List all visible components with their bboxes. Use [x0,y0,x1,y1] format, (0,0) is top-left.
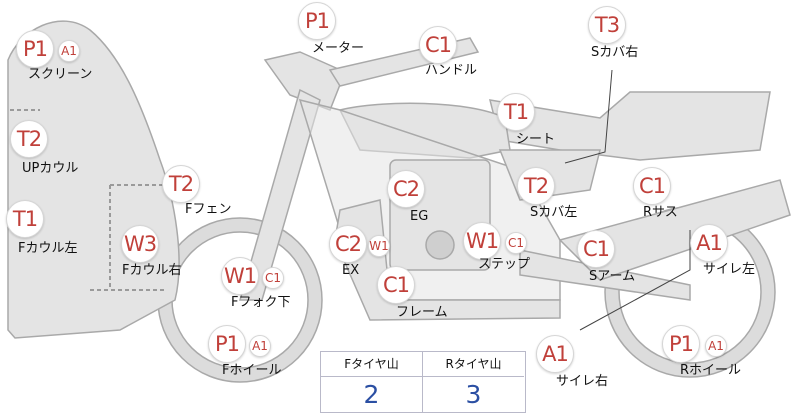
rear-tire-value: 3 [465,380,482,409]
label-s-cover-right: Sカバ右 [591,45,639,60]
grade-r-suspension: C1 [633,167,671,205]
sub-grade-step: C1 [505,232,527,254]
grade-r-wheel: P1 [662,325,700,363]
silencer-shape [558,179,791,281]
seat-shape [488,91,771,161]
grade-s-cover-right: T3 [588,6,626,44]
label-frame: フレーム [396,305,448,320]
grade-screen: P1 [16,30,54,68]
sub-grade-ex: W1 [368,235,390,257]
sub-grade-screen: A1 [58,40,80,62]
tire-tread-table: Fタイヤ山 Rタイヤ山 2 3 [320,351,526,413]
label-f-wheel: Fホイール [222,363,282,378]
label-silencer-right: サイレ右 [556,374,609,389]
label-r-wheel: Rホイール [680,363,742,378]
rear-tire-header: Rタイヤ山 [423,352,524,377]
label-silencer-left: サイレ左 [703,262,756,277]
sub-grade-f-wheel: A1 [249,335,271,357]
grade-s-cover-left: T2 [517,167,555,205]
grade-eg: C2 [387,170,425,208]
grade-f-fork-lower: W1 [221,257,259,295]
grade-f-fender: T2 [162,165,200,203]
label-meter: メーター [312,41,365,56]
grade-f-cowl-right: W3 [121,225,159,263]
sub-grade-f-fork-lower: C1 [262,267,284,289]
grade-silencer-left: A1 [690,224,728,262]
label-s-arm: Sアーム [589,269,636,284]
front-tire-value: 2 [321,377,423,412]
label-s-cover-left: Sカバ左 [530,205,578,220]
label-f-cowl-left: Fカウル左 [18,241,78,256]
sub-grade-r-wheel: A1 [705,335,727,357]
label-handle: ハンドル [425,63,478,78]
label-eg: EG [410,209,429,224]
grade-silencer-right: A1 [536,335,574,373]
grade-step: W1 [463,222,501,260]
label-ex: EX [342,263,360,278]
label-r-suspension: Rサス [643,205,678,220]
label-f-cowl-right: Fカウル右 [122,263,182,278]
grade-s-arm: C1 [577,230,615,268]
leader-s-cover-right [564,69,613,164]
grade-meter: P1 [298,2,336,40]
label-f-fork-lower: Fフォク下 [231,295,291,310]
label-up-cowl: UPカウル [22,161,79,176]
label-f-fender: Fフェン [185,202,232,217]
grade-handle: C1 [419,26,457,64]
label-step: ステップ [478,257,531,272]
label-seat: シート [516,132,556,147]
label-screen: スクリーン [28,67,93,82]
grade-frame: C1 [377,266,415,304]
grade-f-cowl-left: T1 [6,200,44,238]
grade-up-cowl: T2 [10,120,48,158]
grade-ex: C2 [329,225,367,263]
front-fork-shape [239,88,321,301]
grade-f-wheel: P1 [208,325,246,363]
grade-seat: T1 [497,93,535,131]
front-tire-header: Fタイヤ山 [321,352,423,377]
meter-shape [263,51,346,111]
